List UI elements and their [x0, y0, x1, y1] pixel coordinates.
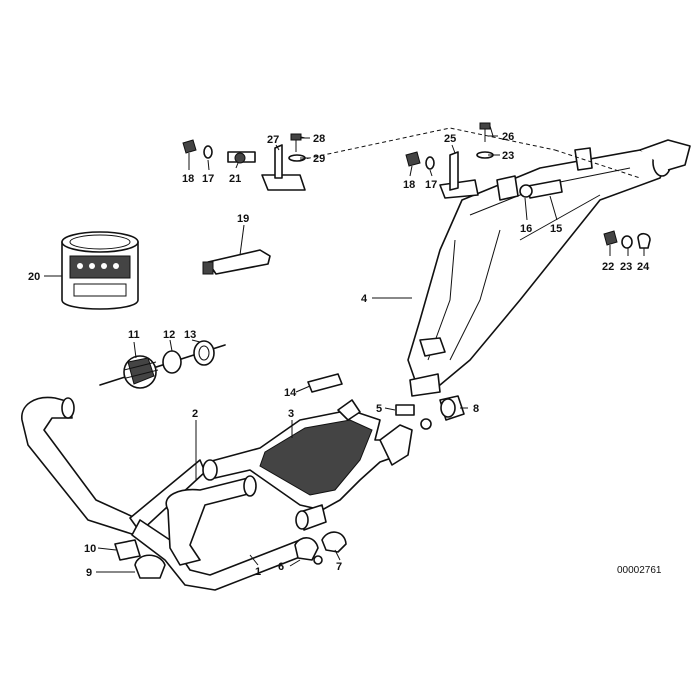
clamp-10 [114, 539, 141, 561]
label-18a: 18 [182, 173, 194, 185]
label-25: 25 [444, 133, 456, 145]
sealant-can-20 [61, 231, 139, 310]
label-20: 20 [28, 271, 40, 283]
label-11: 11 [128, 329, 140, 341]
label-9: 9 [86, 567, 92, 579]
label-13: 13 [184, 329, 196, 341]
clamp-6 [294, 537, 323, 565]
label-3: 3 [288, 408, 294, 420]
label-5: 5 [376, 403, 382, 415]
front-pipe-right [131, 475, 306, 591]
label-15: 15 [550, 223, 562, 235]
label-27: 27 [267, 134, 279, 146]
paste-tube-19 [202, 249, 271, 275]
clamp-9 [134, 554, 166, 579]
label-28: 28 [313, 133, 325, 145]
drawing-number: 00002761 [617, 565, 662, 576]
clamp-7 [321, 531, 347, 553]
seal-8 [439, 395, 465, 421]
hardware-left [182, 133, 306, 191]
gasket-14 [307, 373, 343, 393]
muffler [407, 139, 691, 397]
hardware-far-right [603, 230, 651, 249]
hardware-right [405, 122, 494, 199]
label-21: 21 [229, 173, 241, 185]
label-6: 6 [278, 561, 284, 573]
label-17a: 17 [202, 173, 214, 185]
label-4: 4 [361, 293, 368, 305]
label-23b: 23 [502, 150, 514, 162]
label-8: 8 [473, 403, 479, 415]
label-16: 16 [520, 223, 532, 235]
label-10: 10 [84, 543, 96, 555]
label-23a: 23 [620, 261, 632, 273]
clamp-5 [395, 404, 432, 430]
label-1: 1 [255, 566, 261, 578]
label-7: 7 [336, 561, 342, 573]
label-19: 19 [237, 213, 249, 225]
bolt-15 [519, 179, 563, 199]
label-29: 29 [313, 153, 325, 165]
front-pipe-left [21, 396, 206, 536]
label-22: 22 [602, 261, 614, 273]
label-26: 26 [502, 131, 514, 143]
label-14: 14 [284, 387, 297, 399]
label-17b: 17 [425, 179, 437, 191]
collector [202, 399, 413, 531]
label-18b: 18 [403, 179, 415, 191]
label-12: 12 [163, 329, 175, 341]
label-24: 24 [637, 261, 650, 273]
label-2: 2 [192, 408, 198, 420]
ring-12 [162, 350, 182, 374]
bushing-13 [193, 340, 215, 366]
